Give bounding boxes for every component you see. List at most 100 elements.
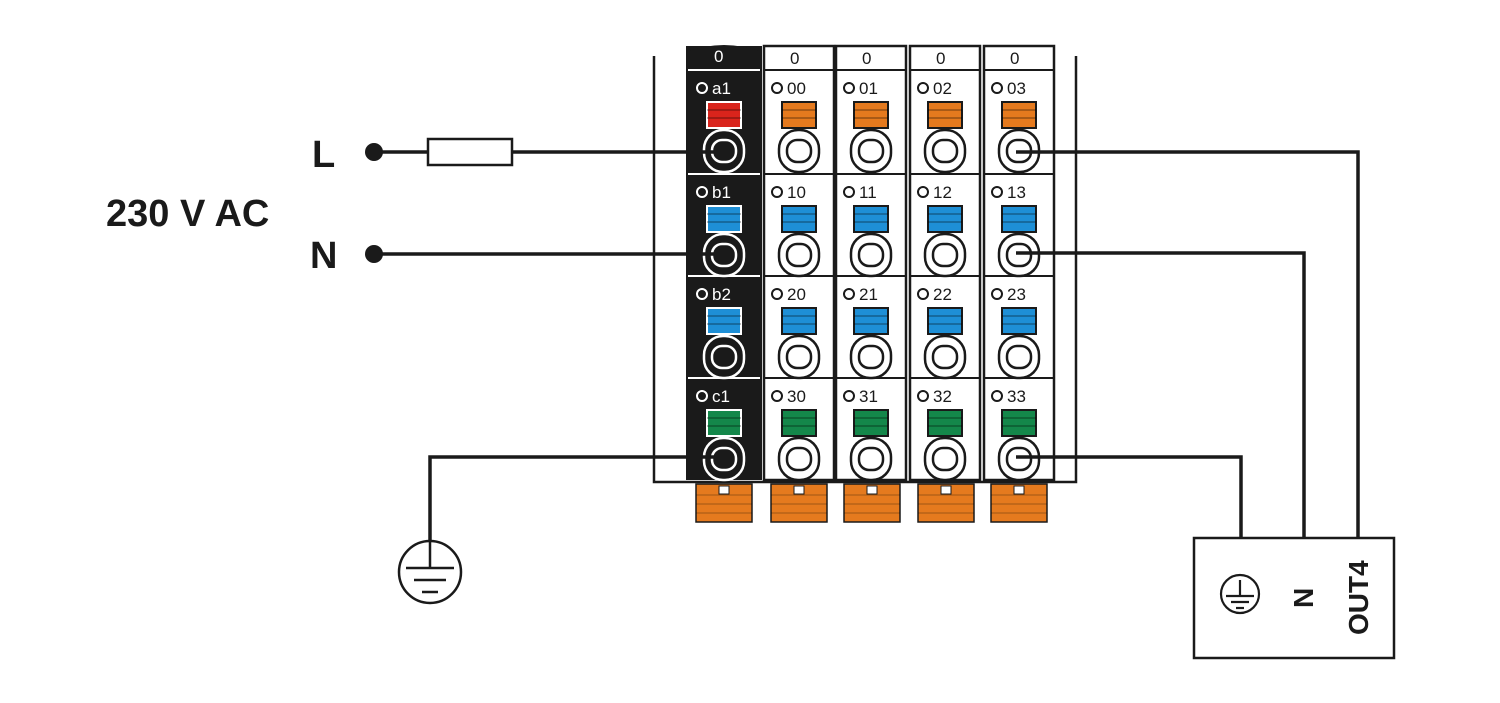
terminal-label: 31 xyxy=(859,387,878,406)
release-lever[interactable] xyxy=(706,307,742,335)
release-lever[interactable] xyxy=(927,205,963,233)
terminal-label: 20 xyxy=(787,285,806,304)
release-lever[interactable] xyxy=(1001,409,1037,437)
wire-entry[interactable] xyxy=(777,334,821,380)
led-indicator-icon xyxy=(843,186,855,198)
channel-terminal: 21 xyxy=(835,275,907,380)
led-indicator-icon xyxy=(991,288,1003,300)
ground-wire xyxy=(428,455,724,542)
terminal-label: 00 xyxy=(787,79,806,98)
led-indicator-icon xyxy=(917,288,929,300)
terminal-label: a1 xyxy=(712,79,731,98)
neutral-label: N xyxy=(310,235,337,277)
power-terminal: b1 xyxy=(688,173,760,278)
fuse-symbol xyxy=(426,137,514,167)
column-header: 0 xyxy=(1010,49,1019,68)
terminal-label: 01 xyxy=(859,79,878,98)
channel-terminal: 30 xyxy=(763,377,835,482)
channel-terminal: 33 xyxy=(983,377,1055,482)
release-lever[interactable] xyxy=(781,205,817,233)
release-lever[interactable] xyxy=(853,307,889,335)
wire-entry[interactable] xyxy=(849,232,893,278)
load-neutral-wire xyxy=(1016,251,1306,538)
wire-entry[interactable] xyxy=(849,436,893,482)
release-lever[interactable] xyxy=(1001,205,1037,233)
connector-plug[interactable] xyxy=(990,483,1048,523)
release-lever[interactable] xyxy=(853,205,889,233)
release-lever[interactable] xyxy=(706,205,742,233)
wire-entry[interactable] xyxy=(997,334,1041,380)
terminal-label: 30 xyxy=(787,387,806,406)
channel-terminal: 31 xyxy=(835,377,907,482)
led-indicator-icon xyxy=(696,186,708,198)
led-indicator-icon xyxy=(771,288,783,300)
release-lever[interactable] xyxy=(781,307,817,335)
terminal-label: 22 xyxy=(933,285,952,304)
led-indicator-icon xyxy=(696,82,708,94)
release-lever[interactable] xyxy=(706,101,742,129)
channel-terminal: 20 xyxy=(763,275,835,380)
led-indicator-icon xyxy=(843,288,855,300)
wire-entry[interactable] xyxy=(923,436,967,482)
wire-entry[interactable] xyxy=(923,334,967,380)
led-indicator-icon xyxy=(696,390,708,402)
wire-entry[interactable] xyxy=(849,334,893,380)
led-indicator-icon xyxy=(917,186,929,198)
wire-entry[interactable] xyxy=(923,232,967,278)
load-ground-icon xyxy=(1219,573,1261,615)
release-lever[interactable] xyxy=(781,101,817,129)
wire-entry[interactable] xyxy=(702,334,746,380)
load-ground-wire xyxy=(1016,455,1243,538)
release-lever[interactable] xyxy=(927,307,963,335)
channel-terminal: 01 xyxy=(835,69,907,174)
connector-plug[interactable] xyxy=(917,483,975,523)
wire-entry[interactable] xyxy=(777,436,821,482)
load-neutral-label: N xyxy=(1288,588,1319,608)
channel-terminal: 13 xyxy=(983,173,1055,278)
wire-entry[interactable] xyxy=(997,436,1041,482)
channel-terminal: 10 xyxy=(763,173,835,278)
connector-plug[interactable] xyxy=(770,483,828,523)
terminal-label: 21 xyxy=(859,285,878,304)
release-lever[interactable] xyxy=(781,409,817,437)
led-indicator-icon xyxy=(843,390,855,402)
release-lever[interactable] xyxy=(706,409,742,437)
channel-terminal: 23 xyxy=(983,275,1055,380)
wire-entry[interactable] xyxy=(777,232,821,278)
wire-entry[interactable] xyxy=(849,128,893,174)
column-header: 0 xyxy=(790,49,799,68)
column-header: 0 xyxy=(862,49,871,68)
channel-terminal: 22 xyxy=(909,275,981,380)
connector-plug[interactable] xyxy=(695,483,753,523)
wire-entry[interactable] xyxy=(923,128,967,174)
led-indicator-icon xyxy=(991,390,1003,402)
release-lever[interactable] xyxy=(927,409,963,437)
load-wiring xyxy=(1016,150,1360,538)
terminal-label: 33 xyxy=(1007,387,1026,406)
terminal-label: c1 xyxy=(712,387,730,406)
power-column-header: 0 xyxy=(714,47,723,66)
wire-entry[interactable] xyxy=(702,436,746,482)
release-lever[interactable] xyxy=(927,101,963,129)
led-indicator-icon xyxy=(917,82,929,94)
supply-wiring xyxy=(365,137,724,542)
channel-terminal: 02 xyxy=(909,69,981,174)
terminal-label: 10 xyxy=(787,183,806,202)
led-indicator-icon xyxy=(771,82,783,94)
wire-entry[interactable] xyxy=(777,128,821,174)
earth-ground-icon xyxy=(397,539,463,605)
release-lever[interactable] xyxy=(1001,307,1037,335)
channel-terminal: 32 xyxy=(909,377,981,482)
wire-entry[interactable] xyxy=(997,232,1041,278)
connector-plug[interactable] xyxy=(843,483,901,523)
terminal-label: 12 xyxy=(933,183,952,202)
release-lever[interactable] xyxy=(853,409,889,437)
terminal-label: 03 xyxy=(1007,79,1026,98)
release-lever[interactable] xyxy=(853,101,889,129)
release-lever[interactable] xyxy=(1001,101,1037,129)
